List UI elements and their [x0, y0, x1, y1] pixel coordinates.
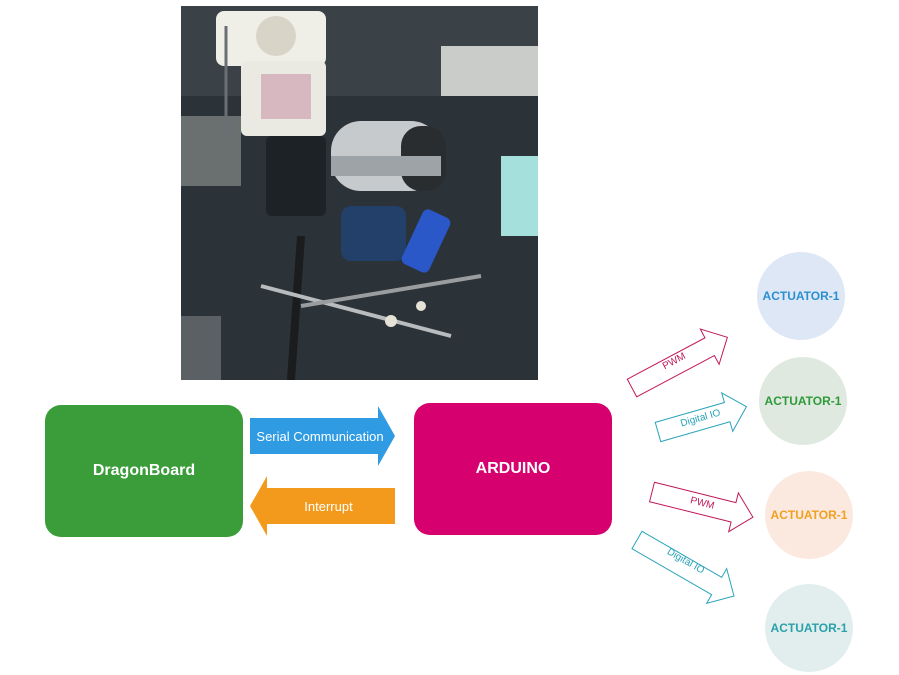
dragonboard-box: DragonBoard	[45, 405, 243, 537]
arduino-box: ARDUINO	[414, 403, 612, 535]
robot-photo-illustration	[181, 6, 538, 380]
actuator-circle-2: ACTUATOR-1	[759, 357, 847, 445]
interrupt-arrow	[250, 476, 395, 536]
actuator-circle-1: ACTUATOR-1	[757, 252, 845, 340]
pwm-arrow-2	[648, 481, 754, 533]
digital-io-arrow-2	[631, 530, 735, 605]
actuator-circle-4: ACTUATOR-1	[765, 584, 853, 672]
actuator-label-4: ACTUATOR-1	[770, 621, 848, 635]
pwm-arrow-1	[626, 328, 728, 398]
digital-io-arrow-1	[654, 391, 748, 443]
serial-communication-arrow	[250, 406, 395, 466]
actuator-label-2: ACTUATOR-1	[764, 394, 842, 408]
actuator-circle-3: ACTUATOR-1	[765, 471, 853, 559]
robot-setup-photo	[181, 6, 538, 380]
interrupt-label: Interrupt	[304, 498, 353, 514]
actuator-label-3: ACTUATOR-1	[770, 508, 848, 522]
arduino-label: ARDUINO	[475, 460, 551, 477]
actuator-label-1: ACTUATOR-1	[762, 289, 840, 303]
dragonboard-label: DragonBoard	[92, 462, 196, 479]
serial-communication-label: Serial Communication	[256, 428, 384, 444]
